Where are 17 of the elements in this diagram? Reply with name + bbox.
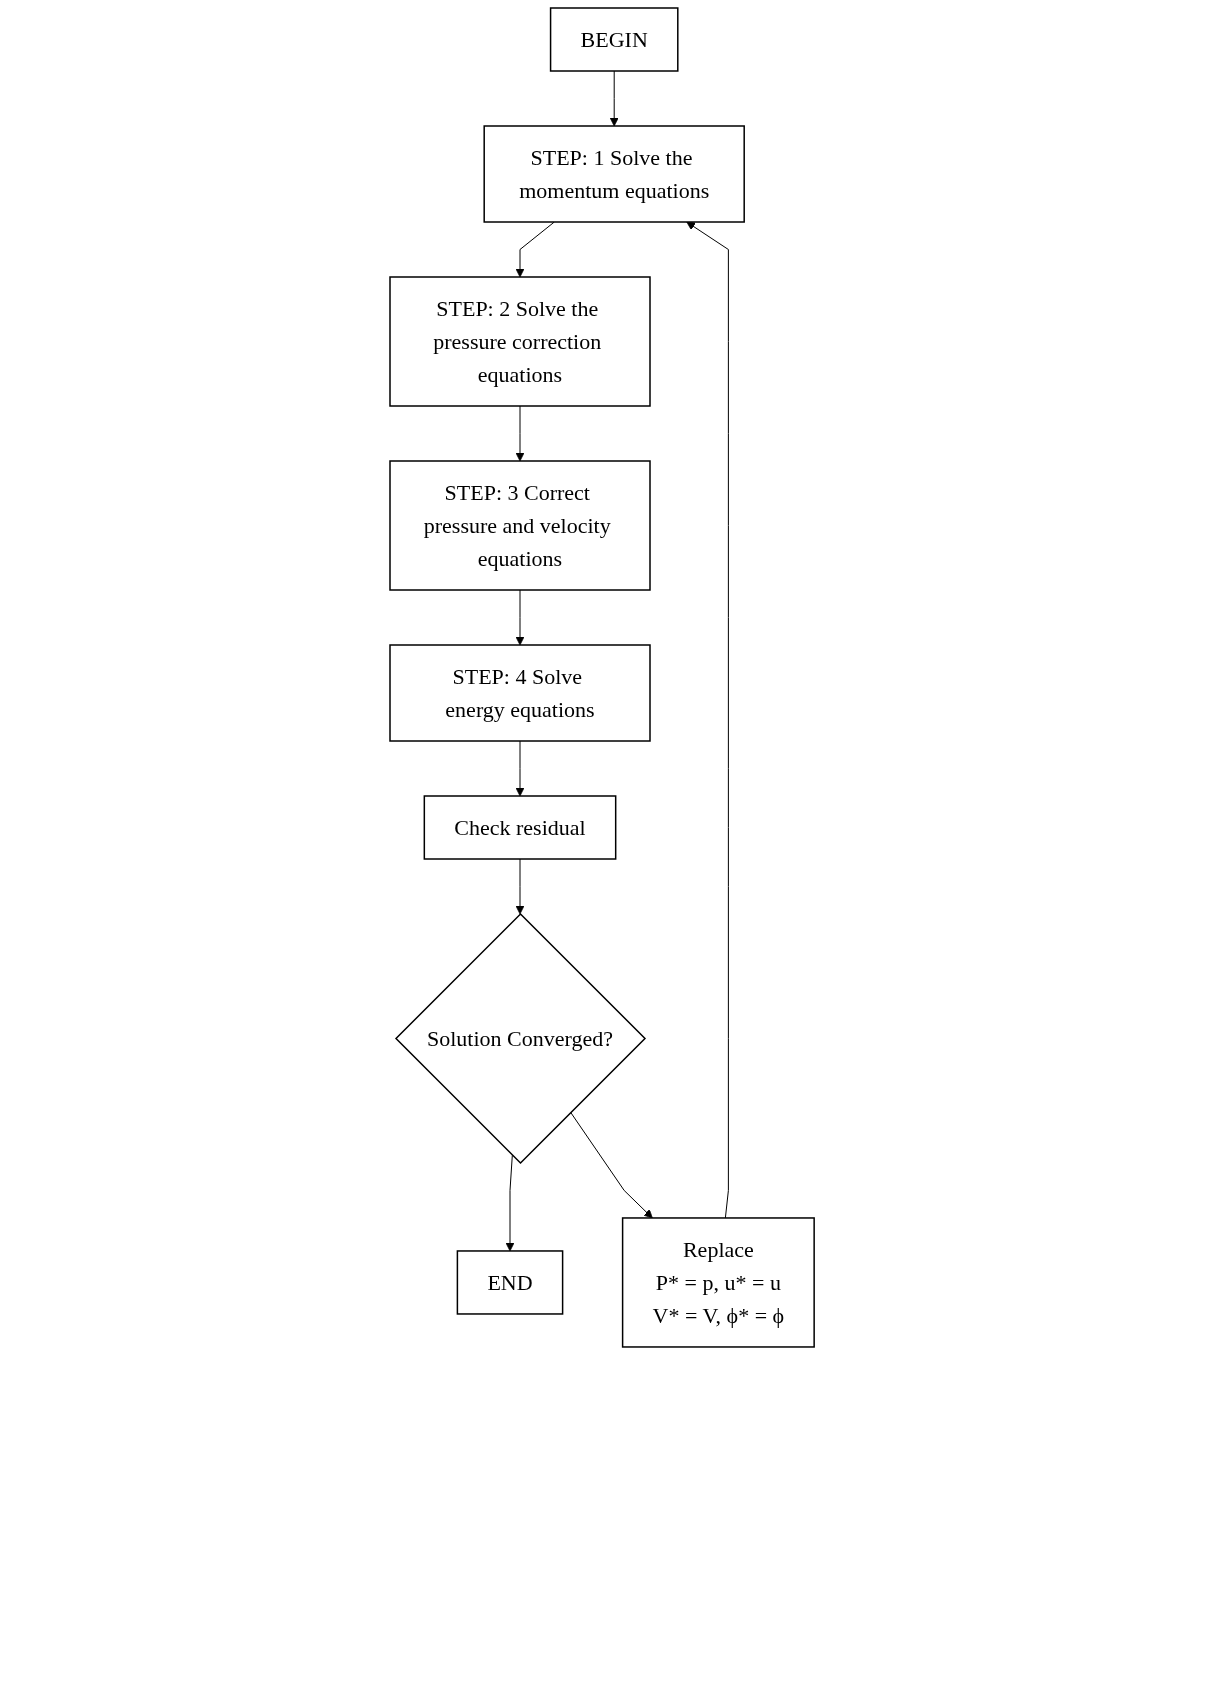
- arrow: [516, 740, 525, 797]
- arrow: [516, 858, 525, 915]
- node-box: Check residual: [424, 795, 617, 860]
- node-box: STEP: 2 Solve the pressure correction equations: [389, 276, 652, 407]
- arrow: [516, 405, 525, 462]
- node-box: STEP: 1 Solve the momentum equations: [483, 125, 746, 223]
- node-box: Replace P* = p, u* = u V* = V, ϕ* = ϕ: [622, 1217, 816, 1348]
- arrow: [610, 70, 619, 127]
- arrow: [516, 589, 525, 646]
- arrow: [686, 221, 730, 1219]
- arrow: [570, 1111, 654, 1219]
- node-box: STEP: 4 Solve energy equations: [389, 644, 652, 742]
- node-box: STEP: 3 Correct pressure and velocity equations: [389, 460, 652, 591]
- node-box: END: [457, 1250, 564, 1315]
- arrow: [506, 1154, 515, 1252]
- node-box: BEGIN: [550, 7, 679, 72]
- node-diamond: Solution Converged?: [395, 912, 647, 1165]
